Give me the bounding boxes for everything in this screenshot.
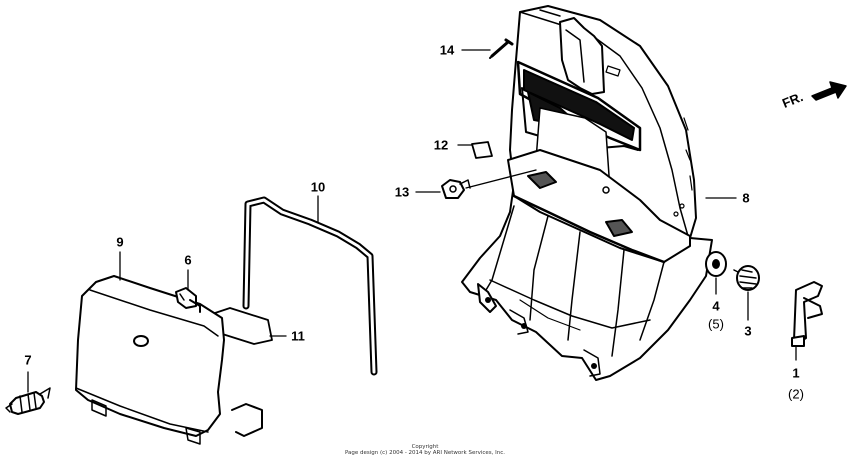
callout-4: 4	[712, 298, 720, 314]
nut-part-13	[441, 179, 471, 199]
callout-8: 8	[742, 190, 750, 206]
callout-7: 7	[24, 352, 32, 368]
screw-part-14	[489, 38, 514, 59]
lid-part-9	[75, 275, 263, 445]
callout-5-alt: (5)	[708, 316, 724, 332]
front-arrow-icon	[811, 81, 847, 101]
callout-3: 3	[744, 323, 752, 339]
callout-11: 11	[291, 328, 305, 344]
callout-13: 13	[394, 184, 410, 200]
copyright-line-1: Copyright	[411, 444, 439, 450]
bracket-part-1	[791, 281, 823, 347]
callout-12: 12	[433, 137, 449, 153]
copyright-line-2: Page design (c) 2004 - 2014 by ARI Netwo…	[344, 450, 506, 457]
callout-1: 1	[792, 365, 800, 381]
inner-cover-part-8	[461, 5, 713, 381]
callout-2-alt: (2)	[788, 386, 804, 402]
grommet-part-4	[705, 251, 727, 277]
copyright-notice: Copyright Page design (c) 2004 - 2014 by…	[0, 444, 850, 457]
callout-14: 14	[439, 42, 455, 58]
seal-part-10	[242, 196, 378, 376]
pad-part-12	[471, 141, 493, 159]
callout-9: 9	[116, 234, 124, 250]
callout-6: 6	[184, 252, 192, 268]
cap-part-3	[733, 265, 760, 291]
clip-part-6	[175, 287, 201, 313]
lock-part-7	[5, 387, 51, 415]
leader-lines	[27, 49, 797, 393]
callout-10: 10	[310, 179, 326, 195]
